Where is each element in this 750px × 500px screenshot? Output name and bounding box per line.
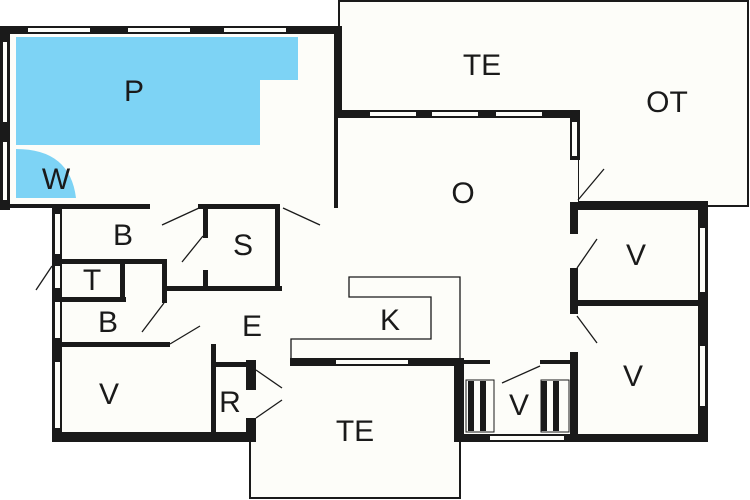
room-label-utility: R: [219, 386, 241, 419]
room-label-open-living: O: [451, 177, 475, 210]
room-label-sauna: S: [232, 229, 254, 262]
room-label-bathroom-2: B: [97, 306, 119, 339]
pool-area: [16, 37, 298, 198]
room-label-entrance: E: [241, 310, 263, 343]
door-swings: [35, 168, 605, 419]
room-label-bathroom-1: B: [112, 219, 134, 252]
room-label-kitchen: K: [379, 304, 401, 337]
room-label-bedroom-2: V: [625, 239, 647, 272]
room-label-terrace-top: TE: [462, 49, 502, 82]
room-label-bedroom-1: V: [98, 378, 120, 411]
room-label-toilet: T: [82, 264, 102, 297]
room-label-whirlpool: W: [41, 163, 71, 196]
room-label-outdoor-terrace: OT: [646, 86, 688, 119]
kitchen-counter: [290, 276, 461, 359]
room-label-terrace-bottom: TE: [335, 415, 375, 448]
walls: [0, 26, 708, 442]
room-label-bedroom-bunk: V: [508, 389, 530, 422]
room-label-pool: P: [123, 75, 145, 108]
room-label-bedroom-3: V: [622, 360, 644, 393]
